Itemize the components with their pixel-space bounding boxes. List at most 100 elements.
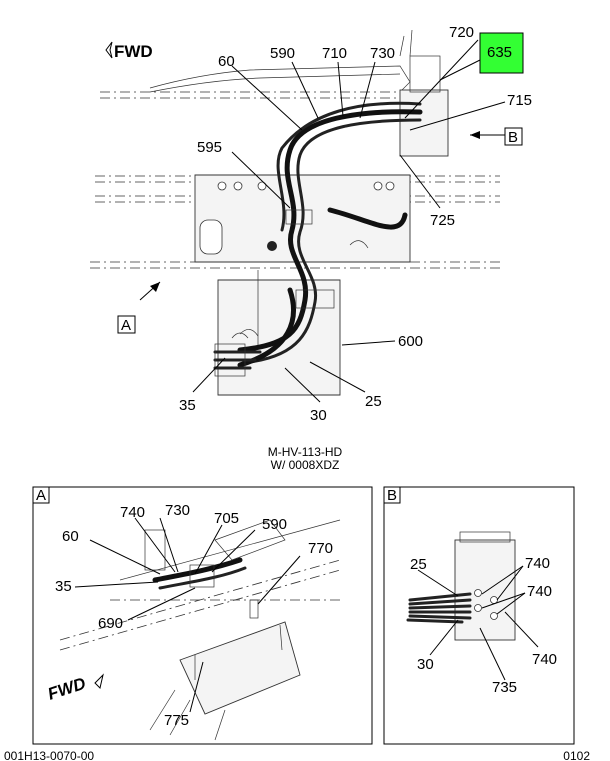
leader-line [89,539,161,575]
callout-595[interactable]: 595 [197,139,222,156]
harness-connector [214,343,246,377]
leader-line [399,154,441,209]
harness-clamp [295,289,335,309]
leader-line [189,661,204,713]
main-fwd-label: FWD [114,42,153,61]
harness-bundle [276,101,422,232]
detail-a-label: A [36,487,46,504]
leader-line [404,39,479,119]
detail-a-callout-770[interactable]: 770 [308,540,333,557]
detail-a-callout-705[interactable]: 705 [214,510,239,527]
footer-right-code: 0102 [563,749,590,761]
leader-line [341,340,396,346]
junction-box-stud [399,35,405,57]
detail-a-callout-775[interactable]: 775 [164,712,189,729]
grommet-icon [267,241,277,251]
bolt-icon [385,181,395,191]
drawing-caption-line1: M-HV-113-HD [268,445,343,459]
harness-clamp [285,209,313,225]
detail-b-callout-735[interactable]: 735 [492,679,517,696]
wire-loop [349,240,369,249]
leader-line [481,592,526,609]
harness-wires [406,618,464,624]
main-view: FWD [90,24,532,472]
detail-a-callout-35[interactable]: 35 [55,578,72,595]
view-b-label: B [508,129,518,146]
wire-loop [231,329,259,339]
detail-a-callout-60[interactable]: 60 [62,528,79,545]
harness-lead [213,350,262,370]
terminal-icon [474,589,482,597]
support-line [149,689,226,741]
junction-box-top [409,55,441,93]
bracket-plate [179,621,301,715]
leader-line [231,65,303,131]
leader-line [429,619,459,656]
footer-left-code: 001H13-0070-00 [4,749,94,761]
view-b-box [504,127,523,146]
junction-box [454,539,516,641]
leader-line [337,61,344,117]
leader-line [257,555,301,605]
arrow-icon [150,282,160,292]
harness-bundle [327,207,408,230]
callout-730[interactable]: 730 [370,45,395,62]
detail-a-fwd-label: FWD [45,674,88,704]
tank-outline [149,73,401,93]
detail-b-label: B [387,487,397,504]
bracket-slot [199,219,223,255]
callout-60[interactable]: 60 [218,53,235,70]
callout-720[interactable]: 720 [449,24,474,41]
detail-b-label-box [383,486,401,504]
detail-b-callout-740-bottom[interactable]: 740 [532,651,557,668]
leader-line [479,627,506,681]
callout-600[interactable]: 600 [398,333,423,350]
callout-25[interactable]: 25 [365,393,382,410]
leader-line [192,357,226,393]
support-bracket [214,519,286,561]
harness-bundle [158,566,247,590]
leader-line [439,59,481,81]
view-a-box [117,315,136,334]
view-a-label: A [121,317,131,334]
detail-b-frame [383,486,575,745]
highlight-callout-box[interactable] [479,32,524,74]
detail-a-callout-590[interactable]: 590 [262,516,287,533]
bolt-icon [217,181,227,191]
detail-b-callout-740-mid[interactable]: 740 [527,583,552,600]
detail-a-callout-730[interactable]: 730 [165,502,190,519]
detail-b-callout-25[interactable]: 25 [410,556,427,573]
detail-a-callout-740[interactable]: 740 [120,504,145,521]
leader-line [481,565,524,595]
harness-clamp [189,564,215,588]
bolt-icon [257,181,267,191]
callout-715[interactable]: 715 [507,92,532,109]
highlight-callout[interactable]: 635 [487,44,512,61]
detail-b-callout-30[interactable]: 30 [417,656,434,673]
frame-rail-line [59,569,341,651]
detail-a-callout-690[interactable]: 690 [98,615,123,632]
leader-line [309,361,366,393]
callout-710[interactable]: 710 [322,45,347,62]
leader-line [504,611,539,648]
leader-line [417,569,459,597]
detail-b-callout-740-top[interactable]: 740 [525,555,550,572]
callout-590[interactable]: 590 [270,45,295,62]
terminal-icon [490,612,498,620]
bolt-icon [233,181,243,191]
bracket-tab [194,624,283,680]
lower-bracket-plate [217,279,341,396]
harness-bundle [237,109,423,353]
drawing-caption-line2: W/ 0008XDZ [271,458,340,472]
bolt-icon [373,181,383,191]
callout-30[interactable]: 30 [310,407,327,424]
leader-line [127,587,196,621]
leader-line [284,367,321,403]
callout-35[interactable]: 35 [179,397,196,414]
leader-line [496,565,524,601]
leader-line [291,61,319,119]
detail-a-view: A FWD 740 730 705 590 60 [32,486,373,745]
leader-line [74,581,159,588]
callout-725[interactable]: 725 [430,212,455,229]
